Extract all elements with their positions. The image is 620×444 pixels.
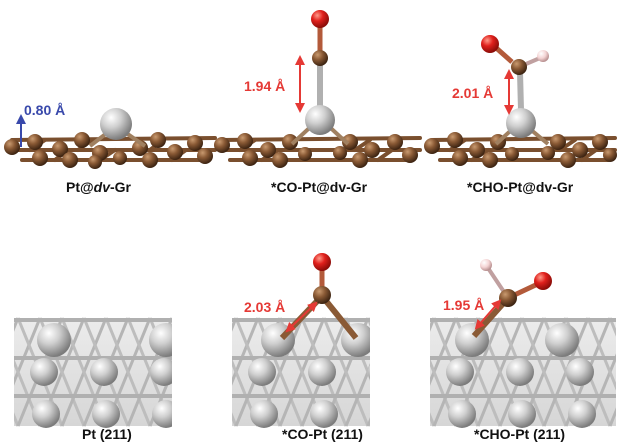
height-value: 0.80 Å (24, 102, 65, 118)
pt-atom (446, 358, 474, 386)
bond-annotation-co-bottom: 2.03 Å (244, 299, 318, 333)
cho-adsorbate-top (481, 35, 550, 146)
co-adsorbate-top (290, 10, 350, 146)
pt-atom (568, 400, 596, 428)
label-cho-pt-211: *CHO-Pt (211) (474, 426, 565, 442)
pt-atom (566, 358, 594, 386)
graphene-sheet-left (4, 132, 217, 169)
pt-atom (92, 400, 120, 428)
pt-atom (448, 400, 476, 428)
graphene-sheet-right (424, 132, 617, 168)
bond-annotation-cho-bottom: 1.95 Å (443, 297, 502, 330)
label-pt-dv-gr: Pt@dv-Gr (66, 179, 132, 195)
bond-length-cho-top: 2.01 Å (452, 85, 493, 101)
label-co-pt-dv-gr: *CO-Pt@dv-Gr (271, 179, 368, 195)
label-pt-211: Pt (211) (82, 426, 132, 442)
pt-atom (308, 358, 336, 386)
pt-atom (310, 400, 338, 428)
bond-annotation-cho-top: 2.01 Å (452, 69, 514, 115)
pt-atom-step (37, 323, 71, 357)
pt-atom (508, 400, 536, 428)
label-co-pt-211: *CO-Pt (211) (282, 426, 363, 442)
pt-atom (30, 358, 58, 386)
bond-length-cho-bottom: 1.95 Å (443, 297, 484, 313)
bond-length-co-top: 1.94 Å (244, 78, 285, 94)
pt-atom (506, 358, 534, 386)
pt-atom (150, 358, 178, 386)
label-cho-pt-dv-gr: *CHO-Pt@dv-Gr (467, 179, 574, 195)
pt-atom-step (545, 323, 579, 357)
pt-atom-single (88, 108, 147, 148)
bond-annotation-co-top: 1.94 Å (244, 55, 305, 113)
height-annotation: 0.80 Å (16, 102, 65, 147)
pt-atom (90, 358, 118, 386)
pt-atom (248, 358, 276, 386)
pt-atom (250, 400, 278, 428)
graphene-sheet-middle (214, 133, 422, 168)
bond-length-co-bottom: 2.03 Å (244, 299, 285, 315)
pt211-slab-right (370, 314, 620, 430)
pt-atom (32, 400, 60, 428)
